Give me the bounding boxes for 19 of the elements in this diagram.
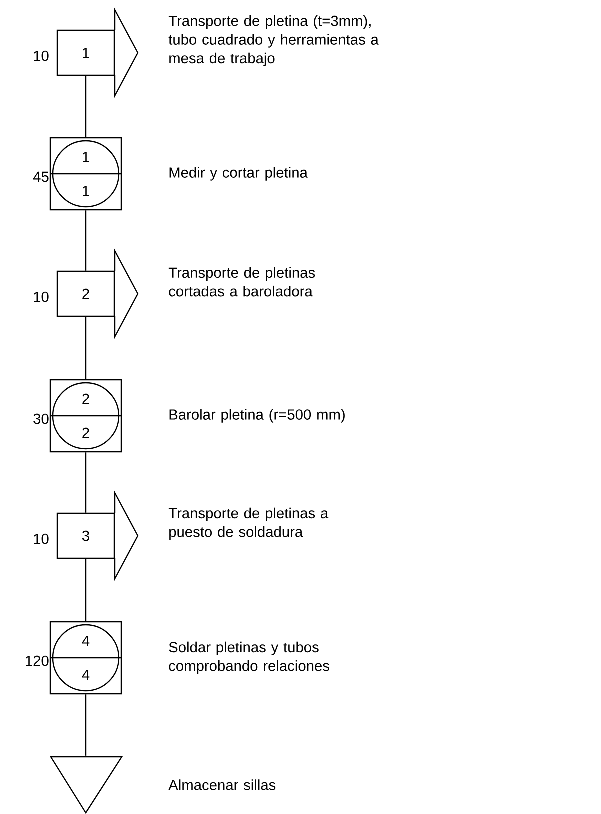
time-value: 10: [34, 534, 49, 544]
time-value: 10: [34, 292, 49, 302]
time-value: 45: [33, 172, 49, 182]
time-value: 120: [26, 656, 49, 666]
step-description: Soldar pletinas y tubos comprobando relaciones: [169, 642, 330, 674]
connector-line: [85, 559, 87, 622]
time-value: 10: [34, 50, 49, 62]
step-description: Transporte de pletina (t=3mm), tubo cuadrado y herramientas a mesa de trabajo: [168, 16, 379, 66]
step-description: Medir y cortar pletina: [170, 167, 308, 181]
connector-line: [85, 694, 87, 756]
time-value: 30: [34, 414, 49, 424]
connector-line: [85, 76, 87, 138]
connector-line: [85, 210, 87, 271]
step-description: Transporte de pletinas cortadas a baroladora: [168, 267, 316, 297]
step-description: Almacenar sillas: [168, 780, 276, 790]
connector-line: [85, 317, 87, 380]
step-description: Transporte de pletinas a puesto de soldadura: [168, 508, 329, 540]
connector-line: [85, 452, 87, 513]
step-description: Barolar pletina (r=500 mm): [170, 409, 345, 423]
